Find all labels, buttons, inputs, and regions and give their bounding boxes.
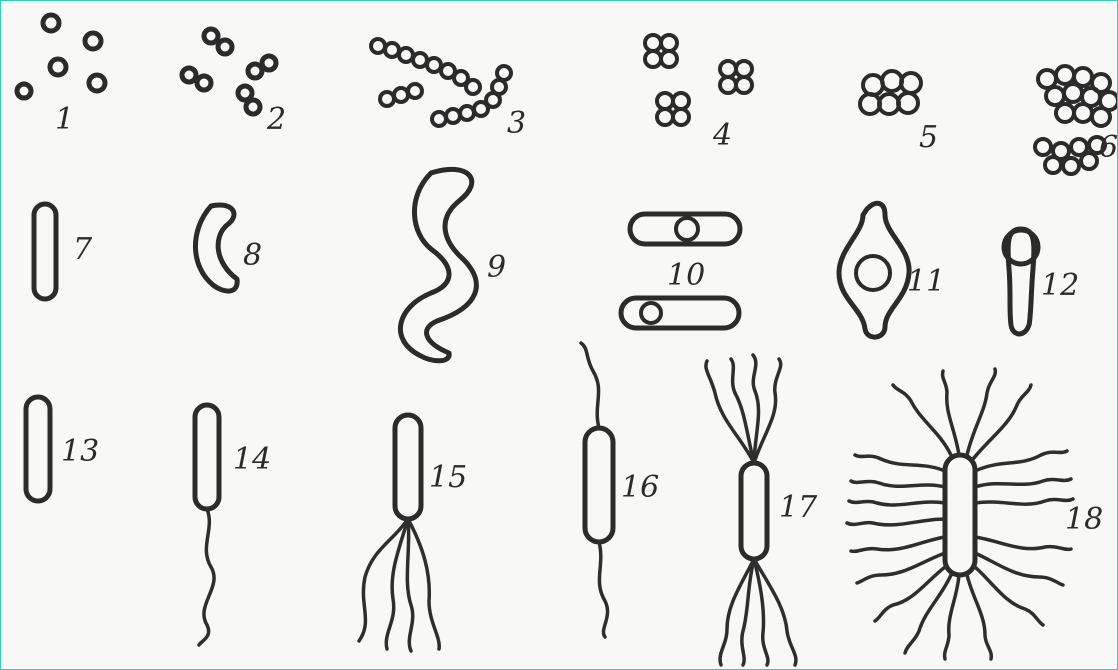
diplococcus-figure [182,29,276,114]
label-18: 18 [1065,505,1103,535]
label-3: 3 [507,109,526,139]
label-15: 15 [429,463,467,493]
rod-figure-13 [26,397,50,501]
lophotrichous-figure [359,415,439,651]
label-17: 17 [779,493,817,523]
label-12: 12 [1041,271,1079,301]
label-2: 2 [267,105,286,135]
label-6: 6 [1099,133,1118,163]
peritrichous-figure [847,369,1073,659]
label-11: 11 [907,267,945,297]
rod-figure [34,204,56,299]
terminal-spore-figure [1004,229,1038,334]
coccus-figure [17,15,105,98]
label-13: 13 [61,437,99,467]
label-10: 10 [667,261,705,291]
amphitrichous-figure [581,343,613,637]
clostridium-figure [839,203,909,337]
streptococcus-figure [371,39,511,126]
label-14: 14 [233,445,271,475]
label-16: 16 [621,473,659,503]
label-9: 9 [487,253,506,283]
label-1: 1 [55,105,74,135]
sarcina-figure [860,71,921,114]
label-5: 5 [919,123,938,153]
label-8: 8 [243,241,262,271]
label-4: 4 [713,121,732,151]
monotrichous-figure [195,405,219,645]
vibrio-figure [195,205,237,291]
spirillum-figure [400,169,476,360]
label-7: 7 [73,235,92,265]
tetrad-figure [645,35,752,125]
